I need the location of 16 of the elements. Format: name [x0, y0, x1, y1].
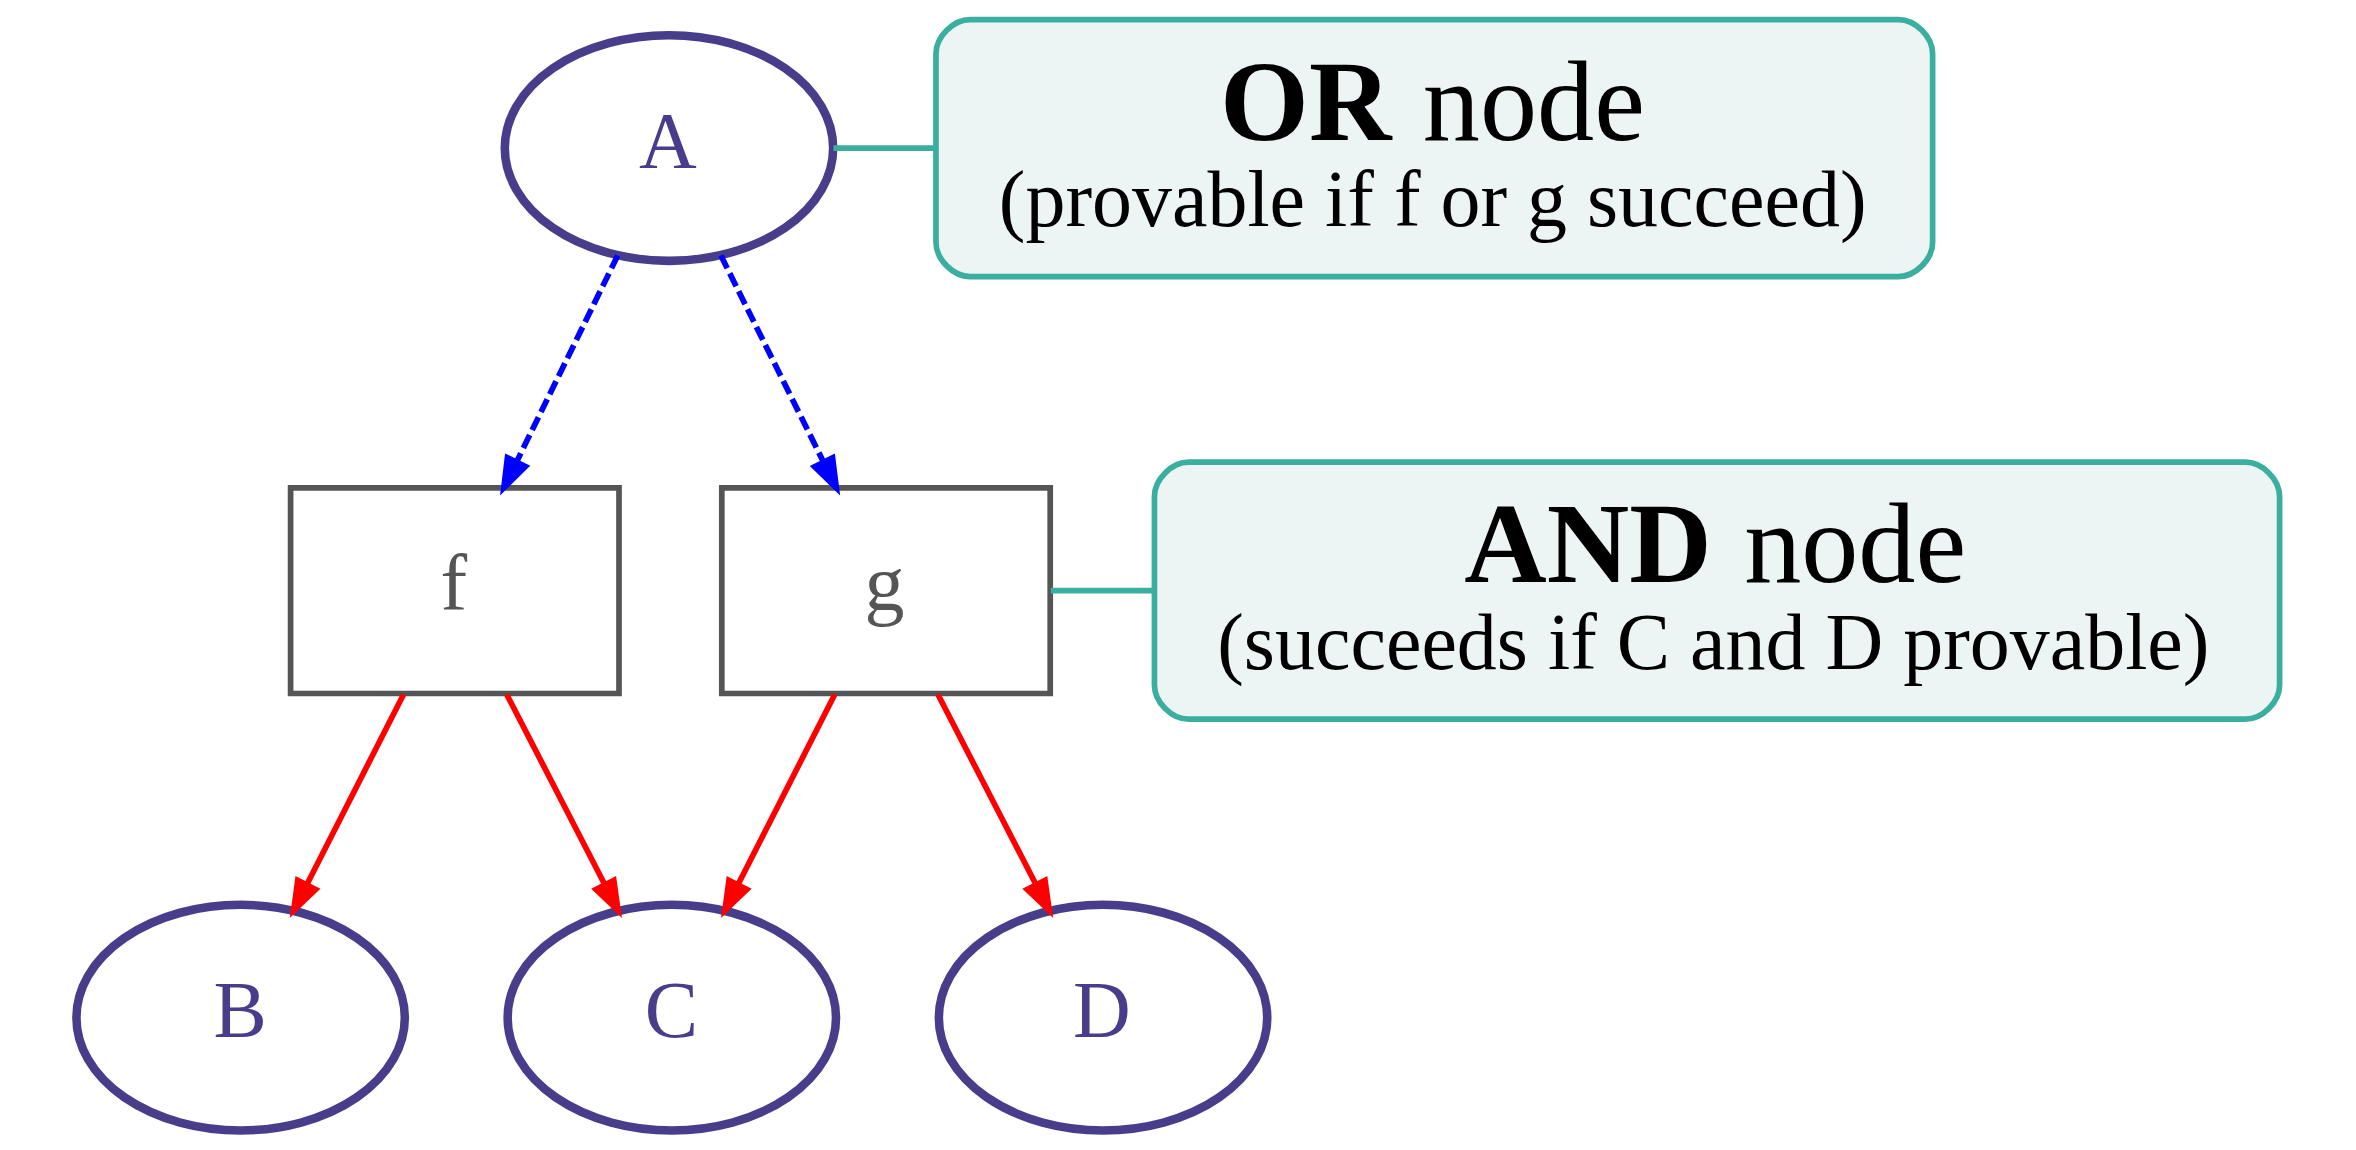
arrow: [718, 254, 841, 496]
connector: [1050, 587, 1154, 594]
node-ellipse: C: [503, 900, 841, 1135]
node-box: OR node (provable if f or g succeed): [933, 16, 1936, 280]
node-box: f: [287, 485, 622, 697]
arrow: [721, 693, 838, 918]
node-ellipse: A: [500, 31, 838, 266]
node-box: AND node (succeeds if C and D provable): [1151, 459, 2283, 723]
node-box: g: [718, 485, 1054, 697]
arrow: [289, 693, 407, 918]
node-ellipse: D: [934, 900, 1272, 1135]
connector: [833, 145, 936, 151]
node-ellipse: B: [72, 900, 410, 1135]
arrow: [935, 693, 1054, 918]
arrow: [500, 254, 621, 496]
arrow: [504, 693, 622, 918]
